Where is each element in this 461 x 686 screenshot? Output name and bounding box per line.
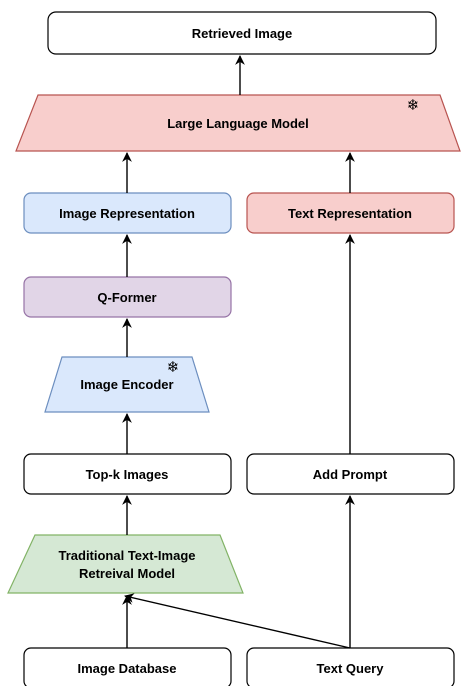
llm-frozen-icon: ❄ — [407, 96, 420, 114]
image-representation-label: Image Representation — [59, 206, 195, 221]
retrieved-image-label: Retrieved Image — [192, 26, 292, 41]
q-former-node: Q-Former — [23, 276, 232, 318]
text-representation-label: Text Representation — [288, 206, 412, 221]
image-encoder-frozen-icon: ❄ — [167, 358, 180, 376]
retrieved-image-node: Retrieved Image — [47, 11, 437, 55]
image-database-node: Image Database — [23, 647, 232, 686]
top-k-images-label: Top-k Images — [86, 467, 169, 482]
retrieval-model-label-line1: Traditional Text-Image — [58, 548, 195, 563]
text-query-node: Text Query — [246, 647, 455, 686]
image-database-label: Image Database — [78, 661, 177, 676]
add-prompt-label: Add Prompt — [313, 467, 388, 482]
image-encoder-label: Image Encoder — [80, 377, 173, 392]
retrieval-model-label-line2: Retreival Model — [79, 566, 175, 581]
retrieval-model-node: Traditional Text-Image Retreival Model — [7, 534, 244, 594]
text-representation-node: Text Representation — [246, 192, 455, 234]
llm-node: Large Language Model ❄ — [15, 94, 461, 152]
text-query-label: Text Query — [317, 661, 385, 676]
llm-label: Large Language Model — [167, 116, 309, 131]
q-former-label: Q-Former — [97, 290, 156, 305]
top-k-images-node: Top-k Images — [23, 453, 232, 495]
edge-text-query-to-retrieval-model — [124, 593, 351, 649]
image-encoder-node: Image Encoder ❄ — [44, 356, 210, 413]
add-prompt-node: Add Prompt — [246, 453, 455, 495]
image-representation-node: Image Representation — [23, 192, 232, 234]
